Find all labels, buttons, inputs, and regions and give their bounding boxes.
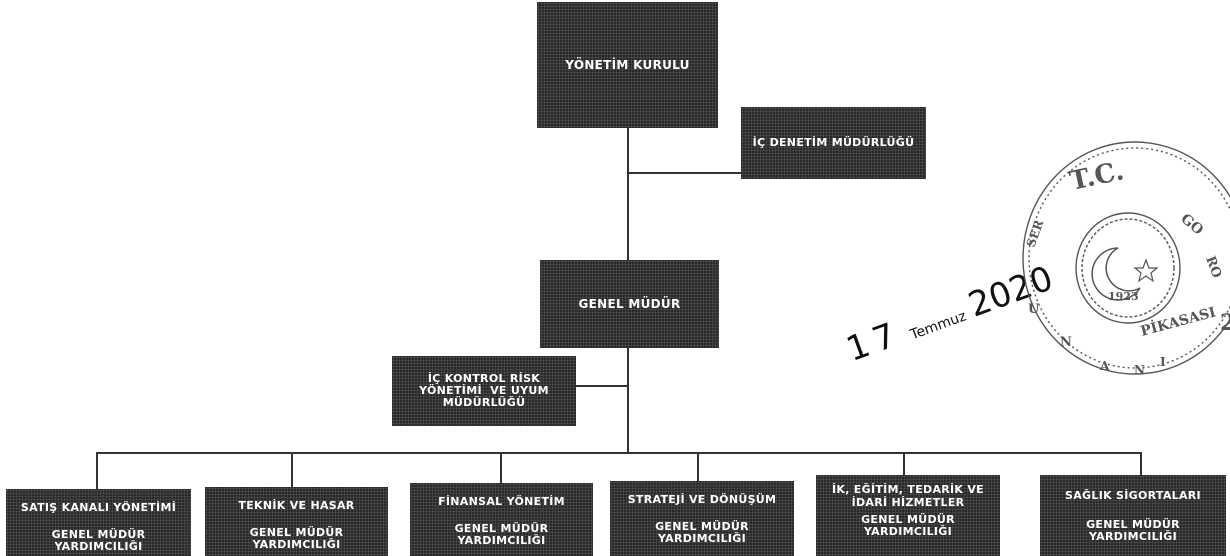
department-title-line-2: İDARİ HİZMETLER [851,496,965,509]
risk-compliance-box: İÇ KONTROL RİSK YÖNETİMİ VE UYUM MÜDÜRLÜ… [392,356,576,426]
connector-drop-4 [697,452,699,482]
svg-text:I: I [1160,355,1166,369]
department-sub2: YARDIMCILIĞI [457,534,546,547]
department-sub1: GENEL MÜDÜR [655,520,749,533]
department-title: SATIŞ KANALI YÖNETİMİ [20,501,177,514]
stamp-year: 1923 [1108,290,1139,303]
connector-drop-5 [903,452,905,476]
svg-text:2: 2 [1220,310,1230,336]
date-day: 17 [841,313,907,370]
connector-gm-bus [627,348,629,454]
board-title: YÖNETİM KURULU [565,58,690,72]
department-sub2: YARDIMCILIĞI [54,540,143,553]
department-sub2: YARDIMCILIĞI [657,532,747,545]
board-box: YÖNETİM KURULU [537,2,718,128]
connector-board-gm [627,128,629,260]
department-sub2: YARDIMCILIĞI [863,525,953,538]
department-box-5: İK, EĞİTİM, TEDARİK VE İDARİ HİZMETLER G… [816,475,1000,556]
connector-drop-2 [291,452,293,488]
official-stamp: T.C. GO RO SER U N A N I PİKASASI 2 1923 [1010,108,1230,408]
department-box-4: STRATEJİ VE DÖNÜŞÜM GENEL MÜDÜR YARDIMCI… [610,481,794,556]
department-sub2: YARDIMCILIĞI [1088,530,1178,543]
internal-audit-title: İÇ DENETİM MÜDÜRLÜĞÜ [752,136,915,149]
connector-audit [627,172,741,174]
department-sub1: GENEL MÜDÜR [51,528,146,541]
internal-audit-box: İÇ DENETİM MÜDÜRLÜĞÜ [741,107,926,179]
svg-text:GO: GO [1177,211,1206,239]
risk-line-1: İÇ KONTROL RİSK [427,372,541,385]
department-sub2: YARDIMCILIĞI [252,538,341,551]
svg-text:A: A [1099,359,1110,373]
svg-text:U: U [1028,302,1040,317]
connector-drop-3 [500,452,502,484]
svg-text:T.C.: T.C. [1067,156,1126,197]
department-title-line-1: İK, EĞİTİM, TEDARİK VE [831,483,985,496]
department-box-6: SAĞLIK SİGORTALARI GENEL MÜDÜR YARDIMCIL… [1040,475,1226,556]
svg-text:PİKASASI: PİKASASI [1138,302,1217,340]
date-month: Temmuz [908,308,969,344]
department-title: SAĞLIK SİGORTALARI [1065,489,1201,502]
department-title: FİNANSAL YÖNETİM [438,495,565,508]
general-manager-box: GENEL MÜDÜR [540,260,719,348]
department-title: STRATEJİ VE DÖNÜŞÜM [627,493,777,506]
connector-drop-6 [1140,452,1142,476]
connector-drop-1 [96,452,98,490]
department-box-2: TEKNİK VE HASAR GENEL MÜDÜR YARDIMCILIĞI [205,487,388,556]
svg-text:SER: SER [1024,217,1047,249]
department-sub1: GENEL MÜDÜR [861,513,955,526]
department-sub1: GENEL MÜDÜR [1086,518,1180,531]
risk-line-2: YÖNETİMİ VE UYUM [419,384,549,397]
department-box-3: FİNANSAL YÖNETİM GENEL MÜDÜR YARDIMCILIĞ… [410,483,593,556]
department-box-1: SATIŞ KANALI YÖNETİMİ GENEL MÜDÜR YARDIM… [6,489,191,556]
svg-text:RO: RO [1202,254,1224,280]
risk-line-3: MÜDÜRLÜĞÜ [442,396,526,409]
stamp-graphic: T.C. GO RO SER U N A N I PİKASASI 2 1923 [1022,141,1230,377]
connector-risk [576,385,628,387]
connector-horizontal-bus [96,452,1142,454]
department-sub1: GENEL MÜDÜR [249,526,344,539]
svg-text:N: N [1134,363,1145,377]
department-sub1: GENEL MÜDÜR [454,522,549,535]
svg-text:N: N [1060,335,1072,350]
department-title: TEKNİK VE HASAR [238,499,355,512]
general-manager-title: GENEL MÜDÜR [578,297,681,311]
